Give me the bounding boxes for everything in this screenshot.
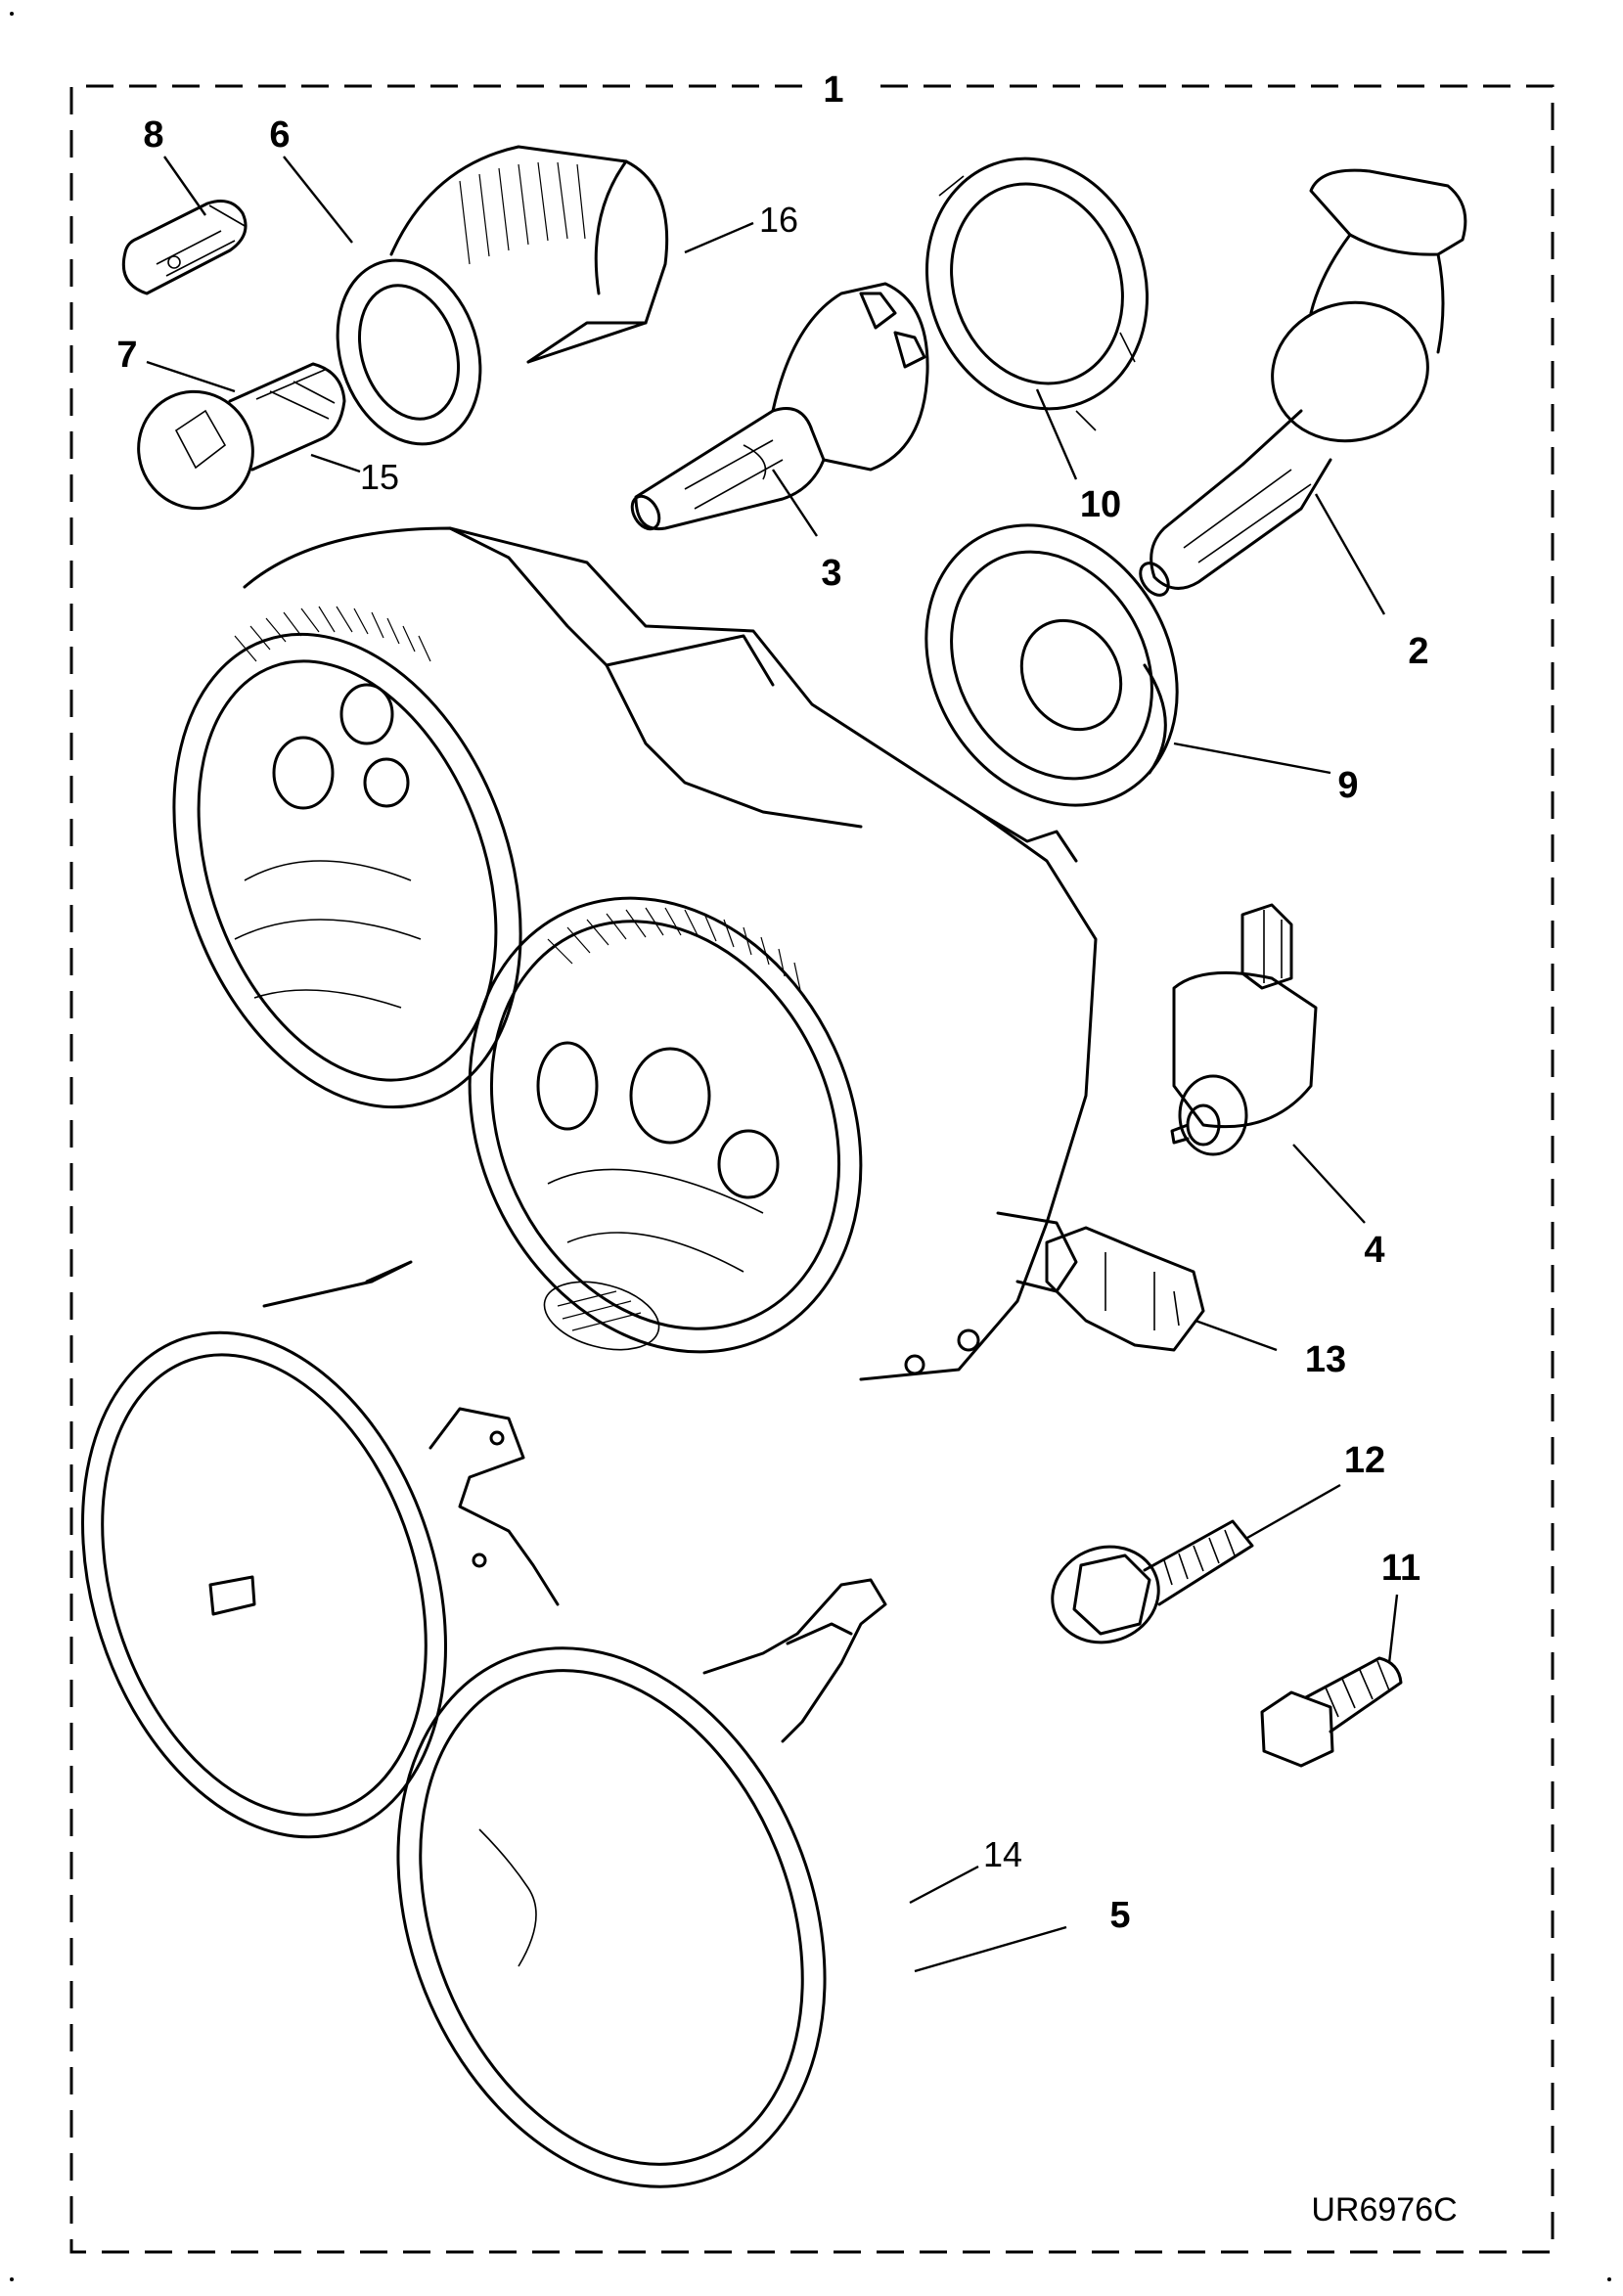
leader-lines: [146, 156, 1399, 1973]
callout-10: 10: [1080, 484, 1121, 525]
levelling-motor-4: [1170, 903, 1318, 1156]
callout-2: 2: [1408, 631, 1428, 672]
flange-bolt-12: [1051, 1519, 1254, 1644]
callout-15: 15: [360, 457, 399, 497]
callout-4: 4: [1364, 1230, 1384, 1271]
hb-bulb-2: [1139, 168, 1467, 597]
callout-14: 14: [983, 1834, 1022, 1874]
drawing-code: UR6976C: [1311, 2191, 1457, 2228]
bolt-11: [1260, 1656, 1403, 1768]
rear-cover-9: [924, 523, 1179, 807]
assembly-frame: [69, 84, 1555, 2254]
callout-5: 5: [1109, 1895, 1130, 1936]
headlamp-body: [172, 526, 1098, 1381]
callout-16: 16: [759, 200, 798, 240]
harness-connector-13: [1045, 1226, 1205, 1352]
corner-dot: [10, 12, 14, 16]
callout-11: 11: [1381, 1548, 1420, 1589]
callout-12: 12: [1344, 1440, 1385, 1481]
bezel-ring-front: [396, 1578, 887, 2188]
callout-9: 9: [1337, 765, 1358, 806]
callout-1: 1: [823, 69, 843, 111]
corner-dot: [1607, 2277, 1611, 2281]
callout-13: 13: [1305, 1339, 1346, 1380]
bulb-holder-6: [336, 145, 669, 446]
callout-6: 6: [269, 114, 290, 156]
retaining-ring-10: [924, 157, 1150, 431]
callout-7: 7: [116, 335, 137, 376]
wedge-bulb-8: [121, 200, 248, 295]
corner-dot: [10, 2277, 14, 2281]
h7-bulb-3: [630, 282, 929, 531]
callout-8: 8: [143, 114, 163, 156]
indicator-bulb-7: [137, 362, 346, 511]
bezel-ring-rear: [81, 1260, 560, 1839]
callout-3: 3: [821, 553, 841, 594]
